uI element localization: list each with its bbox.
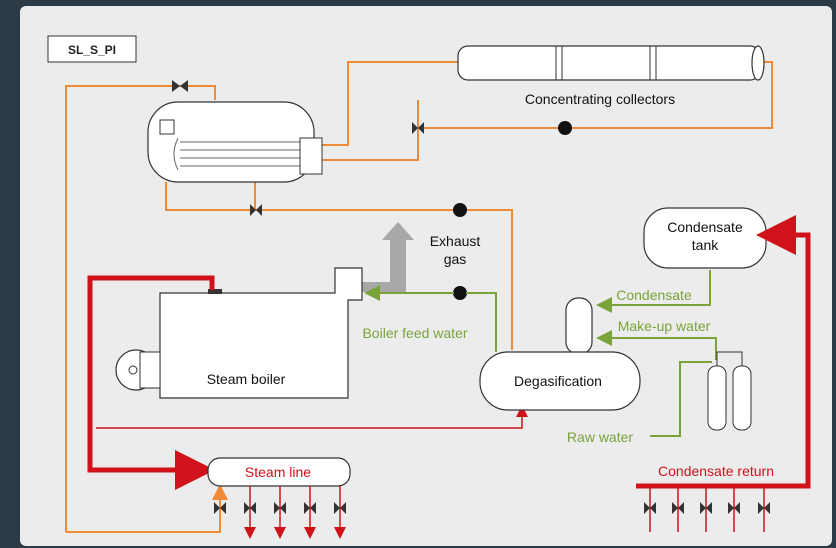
valve-icon [644,502,656,514]
exhaust-label-line1: Exhaust [430,233,481,249]
condensate-tank-label-line2: tank [692,237,719,253]
steam-line-header: Steam line [207,457,351,487]
valve-icon [700,502,712,514]
steam-boiler-label: Steam boiler [207,371,286,387]
diagram-id-text: SL_S_PI [68,43,116,57]
condensate-return-label: Condensate return [658,463,774,479]
valve-icon [304,502,316,514]
valve-icon [274,502,286,514]
pump-icon [453,203,467,217]
raw-water-label: Raw water [567,429,633,445]
valve-icon [214,502,226,514]
valve-icon [334,502,346,514]
pump-icon [453,286,467,300]
steam-boiler: Steam boiler [115,267,363,399]
makeup-water-label: Make-up water [618,318,711,334]
branch-valves [214,502,770,514]
condensate-return-lines [636,215,811,532]
concentrating-collectors: Concentrating collectors [457,45,765,107]
gas-cylinders [707,351,752,431]
diagram-id-tag: SL_S_PI [47,35,137,63]
solar-loop-lines [65,54,773,533]
valve-icon [758,502,770,514]
valve-icon [244,502,256,514]
exhaust-label-line2: gas [444,251,467,267]
pumps [453,121,572,300]
steam-line-label: Steam line [245,464,311,480]
valve-icon [672,502,684,514]
exhaust-gas-arrow: Exhaust gas [355,222,480,292]
condensate-tank: Condensate tank [643,207,767,269]
degasification-tank: Degasification [479,297,641,411]
pump-icon [558,121,572,135]
steam-lines [87,275,528,490]
valve-icon [250,204,262,216]
degasification-label: Degasification [514,373,602,389]
valve-icon [728,502,740,514]
water-lines [364,270,717,437]
valve-icon [412,122,424,134]
feed-water-label: Boiler feed water [362,325,467,341]
heat-exchanger [147,101,323,183]
steam-branches [244,486,346,539]
condensate-label: Condensate [616,287,692,303]
condensate-tank-label-line1: Condensate [667,219,743,235]
valves [172,80,424,216]
valve-icon [172,80,188,92]
collectors-label: Concentrating collectors [525,91,675,107]
